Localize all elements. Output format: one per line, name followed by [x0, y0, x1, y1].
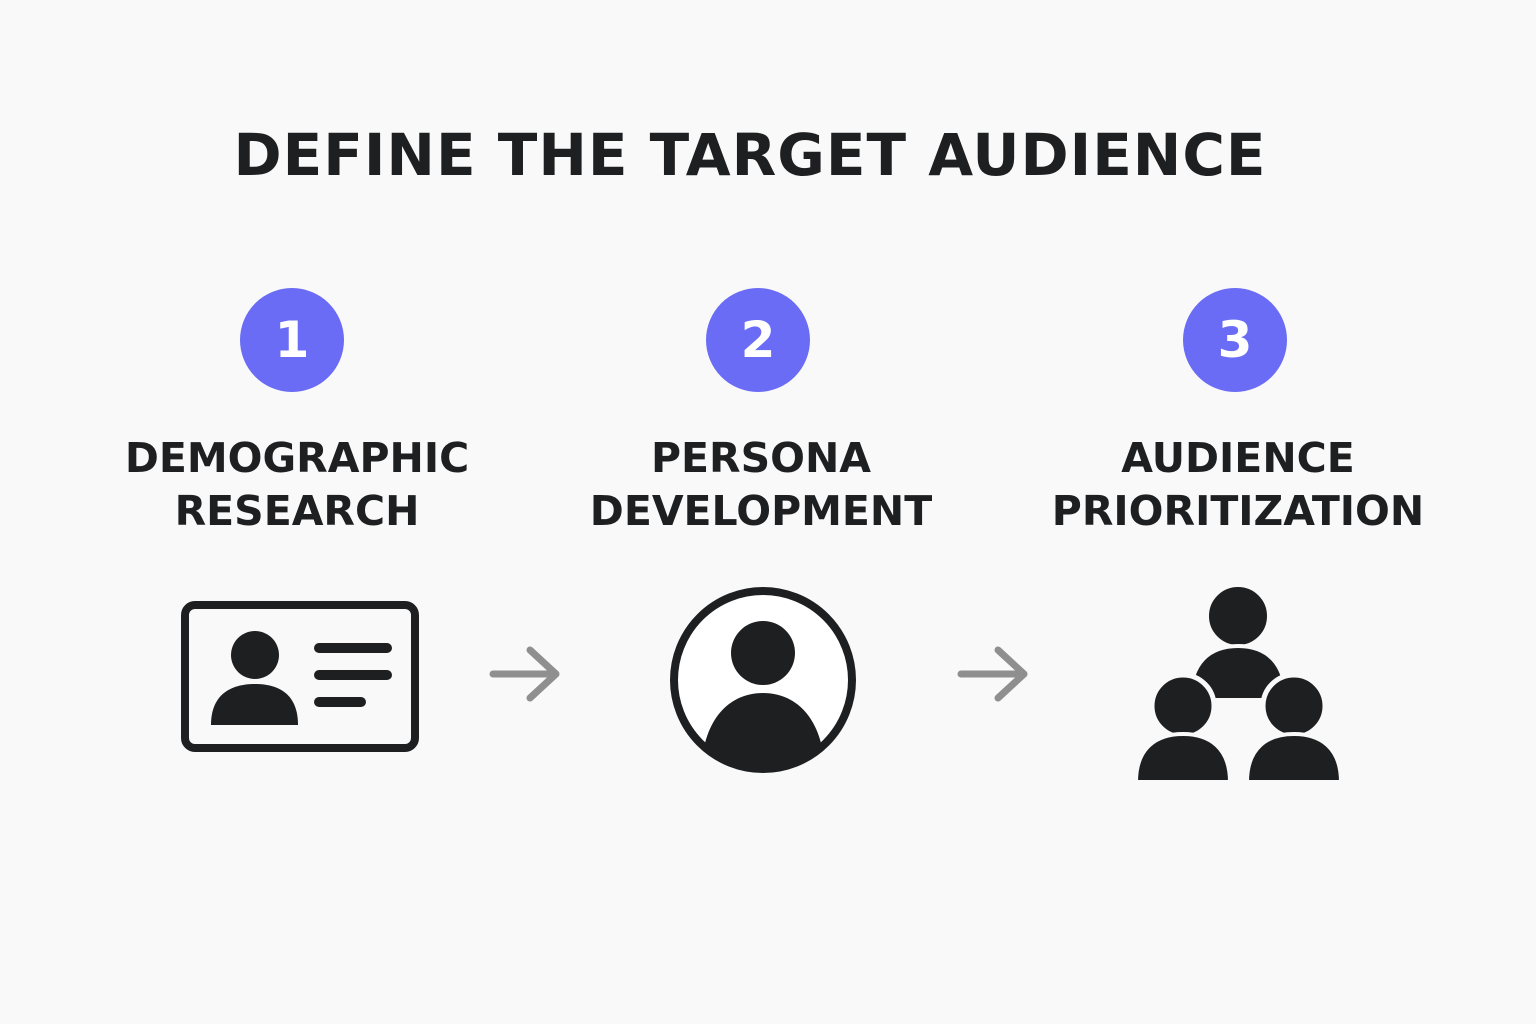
step-2-label: PERSONA DEVELOPMENT — [590, 432, 932, 538]
arrow-right-icon — [489, 646, 560, 702]
user-group-icon — [1133, 583, 1344, 784]
step-1-number-badge: 1 — [240, 288, 344, 392]
step-1-label: DEMOGRAPHIC RESEARCH — [125, 432, 469, 538]
step-3-label-line-1: AUDIENCE — [1121, 434, 1355, 482]
step-2-label-line-2: DEVELOPMENT — [589, 487, 933, 535]
user-circle-icon — [670, 587, 856, 773]
arrow-right-icon — [957, 646, 1028, 702]
page-title: DEFINE THE TARGET AUDIENCE — [233, 121, 1267, 189]
step-2-number-badge: 2 — [706, 288, 810, 392]
step-1-label-line-1: DEMOGRAPHIC — [124, 434, 470, 482]
step-3-number-badge: 3 — [1183, 288, 1287, 392]
id-card-icon — [181, 601, 419, 752]
step-2-label-line-1: PERSONA — [650, 434, 872, 482]
step-1-label-line-2: RESEARCH — [174, 487, 420, 535]
step-3-label-line-2: PRIORITIZATION — [1051, 487, 1425, 535]
step-3-label: AUDIENCE PRIORITIZATION — [1052, 432, 1424, 538]
